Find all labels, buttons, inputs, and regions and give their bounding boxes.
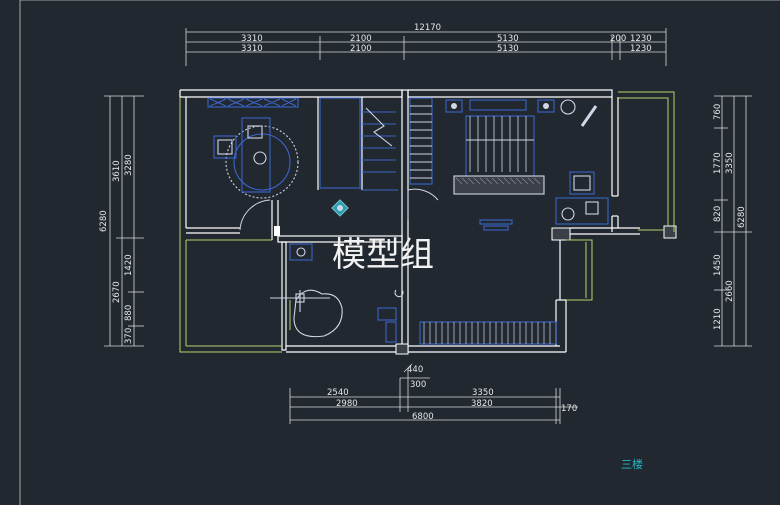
door-swings <box>239 188 439 231</box>
left-dimension-chain <box>104 95 144 347</box>
right-inner-dim-3: 820 <box>713 206 723 222</box>
right-total-dim: 6280 <box>737 206 747 228</box>
wall-fill-blocks <box>274 225 677 355</box>
left-inner-dim-4: 370 <box>124 328 134 344</box>
bottom-total-dim: 6800 <box>412 412 434 422</box>
bottom-dim-2: 3350 <box>472 388 494 398</box>
bottom-dimension-chain <box>289 363 578 424</box>
top-dim-row2-3: 5130 <box>497 44 519 54</box>
left-inner-dim-3: 880 <box>124 305 134 321</box>
right-inner-dim-2: 1770 <box>713 152 723 174</box>
right-mid-dim-1: 3350 <box>725 152 735 174</box>
top-dimension-chain <box>185 28 667 66</box>
top-total-dim: 12170 <box>414 23 441 33</box>
top-dim-5: 1230 <box>630 34 652 44</box>
right-inner-dim-1: 760 <box>713 104 723 120</box>
bottom-small-dim-top: 440 <box>407 365 423 375</box>
bottom-dim-1: 2540 <box>327 388 349 398</box>
top-dim-row2-1: 3310 <box>241 44 263 54</box>
bottom-small-dim: 300 <box>410 380 426 390</box>
bottom-row2-dim-2: 3820 <box>471 399 493 409</box>
top-dim-row2-2: 2100 <box>350 44 372 54</box>
bottom-row2-dim-3: 170 <box>561 404 577 414</box>
right-mid-dim-2: 2660 <box>725 280 735 302</box>
floor-label: 三楼 <box>621 457 643 471</box>
right-dimension-chain <box>714 95 752 347</box>
top-dim-3: 5130 <box>497 34 519 44</box>
top-dim-1: 3310 <box>241 34 263 44</box>
left-inner-dim-2: 1420 <box>124 254 134 276</box>
top-dim-4: 200 <box>610 34 626 44</box>
left-total-dim: 6280 <box>99 210 109 232</box>
balcony-lines <box>179 91 675 353</box>
right-inner-dim-4: 1450 <box>713 254 723 276</box>
left-dim-2: 2670 <box>112 281 122 303</box>
right-inner-dim-5: 1210 <box>713 308 723 330</box>
bottom-row2-dim-1: 2980 <box>336 399 358 409</box>
drawing-frame <box>19 0 780 505</box>
left-dim-1: 3610 <box>112 160 122 182</box>
left-inner-dim-1: 3280 <box>124 154 134 176</box>
top-dim-2: 2100 <box>350 34 372 44</box>
watermark-text: 模型组 <box>332 235 434 275</box>
top-dim-row2-4: 1230 <box>630 44 652 54</box>
furniture <box>207 97 609 345</box>
